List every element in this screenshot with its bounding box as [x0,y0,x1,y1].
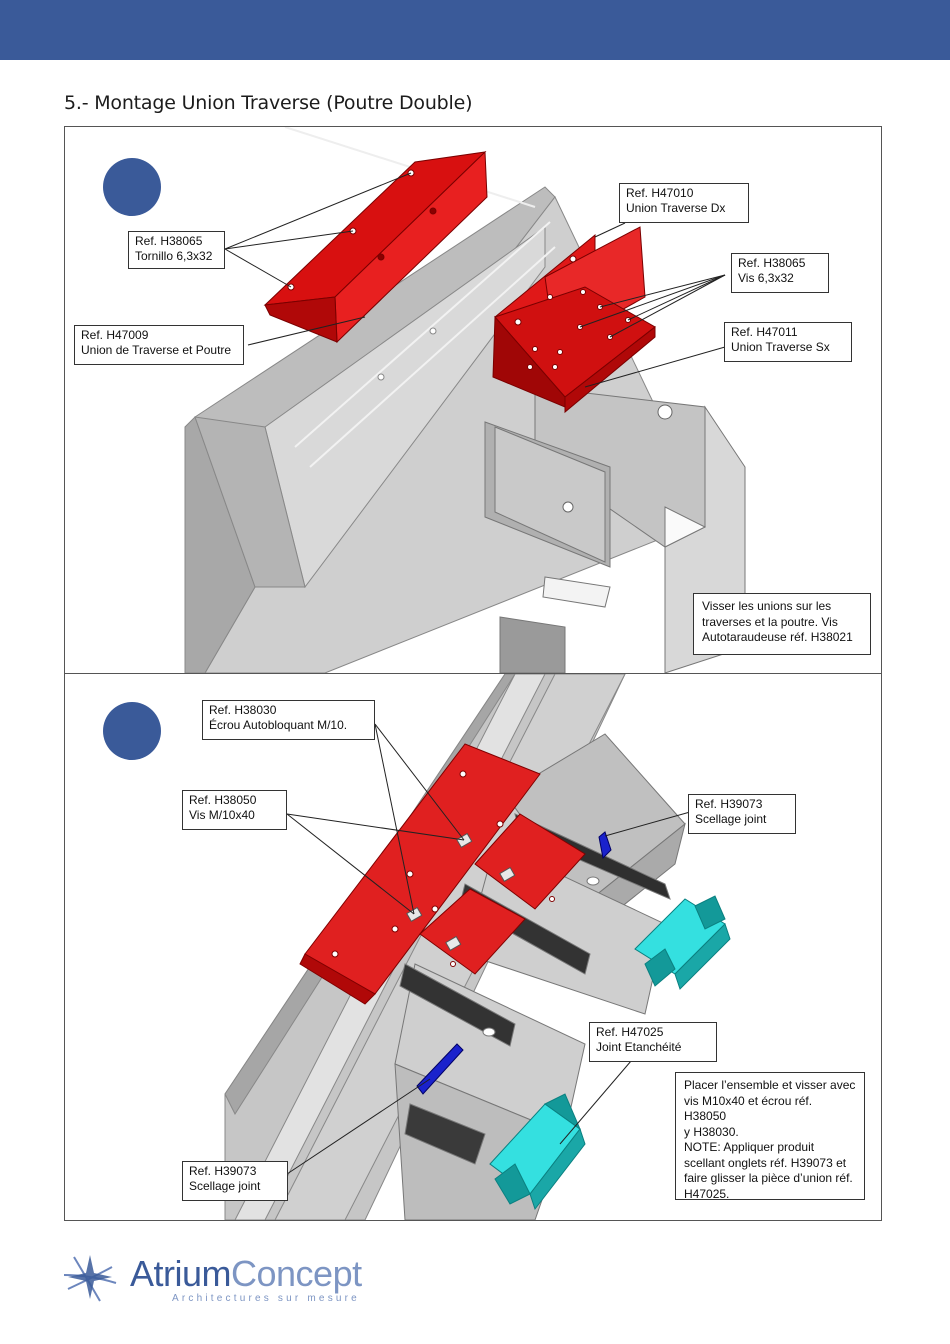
callout-ref: Ref. H39073 [695,797,763,811]
note-line: vis M10x40 et écrou réf. H38050 [684,1093,813,1124]
union-plates-red [299,743,586,1005]
callout-desc: Joint Etanchéité [596,1040,682,1054]
sealing-joint-strips [416,831,612,1095]
step-1-instruction-note: Visser les unions sur les traverses et l… [693,593,871,655]
logo-word-concept: Concept [231,1253,362,1294]
callout-h47009: Ref. H47009 Union de Traverse et Poutre [74,325,244,365]
callout-desc: Écrou Autobloquant M/10. [209,718,348,732]
step-2-instruction-note: Placer l’ensemble et visser avec vis M10… [675,1072,865,1201]
note-line: Placer l’ensemble et visser avec [684,1078,856,1092]
callout-h47025: Ref. H47025 Joint Etanchéité [589,1022,717,1062]
step-1-drawing [184,127,746,673]
callout-h38050: Ref. H38050 Vis M/10x40 [182,790,287,830]
union-brackets-h47010-h47011 [492,226,656,414]
seal-pieces-h47025 [489,895,731,1211]
step-2-panel: Ref. H38030 Écrou Autobloquant M/10. Ref… [64,673,882,1221]
callout-desc: Union Traverse Dx [626,201,726,215]
callout-ref: Ref. H38065 [738,256,806,270]
step-2-marker [103,702,161,760]
leader-lines [286,723,691,1175]
atrium-concept-logo: AtriumConcept Architectures sur mesure [60,1245,380,1310]
callout-desc: Union de Traverse et Poutre [81,343,232,357]
traverse-profiles [394,733,686,1220]
callout-ref: Ref. H47009 [81,328,149,342]
callout-desc: Scellage joint [189,1179,261,1193]
traverse-profile [484,386,746,673]
logo-wordmark: AtriumConcept [130,1253,362,1295]
union-plate-h47009 [263,150,488,344]
callout-ref: Ref. H47025 [596,1025,664,1039]
callout-desc: Tornillo 6,3x32 [135,249,213,263]
note-line: Autotaraudeuse réf. H38021 [702,630,853,644]
callout-desc: Scellage joint [695,812,767,826]
note-line: Visser les unions sur les [702,599,832,613]
leader-lines [224,172,726,388]
callout-desc: Union Traverse Sx [731,340,830,354]
note-line: faire glisser la pièce d’union réf. [684,1171,853,1185]
bolts-and-nuts [406,832,516,952]
note-line: NOTE: Appliquer produit [684,1140,815,1154]
note-line: H47025. [684,1186,730,1201]
callout-h38065-vis: Ref. H38065 Vis 6,3x32 [731,253,829,293]
step-1-panel: Ref. H38065 Tornillo 6,3x32 Ref. H47009 … [64,126,882,674]
callout-ref: Ref. H38065 [135,234,203,248]
note-line: y H38030. [684,1124,739,1139]
callout-h38065-tornillo: Ref. H38065 Tornillo 6,3x32 [128,231,225,269]
callout-h39073-left: Ref. H39073 Scellage joint [182,1161,288,1201]
callout-desc: Vis 6,3x32 [738,271,794,285]
header-bar [0,0,950,60]
callout-ref: Ref. H47011 [731,325,798,339]
note-line: scellant onglets réf. H39073 et [684,1155,847,1170]
callout-desc: Vis M/10x40 [189,808,255,822]
logo-tagline: Architectures sur mesure [172,1293,360,1304]
callout-ref: Ref. H38050 [189,793,257,807]
callout-h47011: Ref. H47011 Union Traverse Sx [724,322,852,362]
logo-word-atrium: Atrium [130,1253,232,1294]
callout-h38030: Ref. H38030 Écrou Autobloquant M/10. [202,700,375,740]
star-logo-icon [63,1255,117,1302]
callout-h39073-right: Ref. H39073 Scellage joint [688,794,796,834]
callout-h47010: Ref. H47010 Union Traverse Dx [619,183,749,223]
section-title: 5.- Montage Union Traverse (Poutre Doubl… [64,92,473,114]
note-line: traverses et la poutre. Vis [702,614,838,629]
step-2-drawing [224,674,731,1220]
callout-ref: Ref. H38030 [209,703,277,717]
step-1-marker [103,158,161,216]
callout-ref: Ref. H39073 [189,1164,257,1178]
callout-ref: Ref. H47010 [626,186,694,200]
